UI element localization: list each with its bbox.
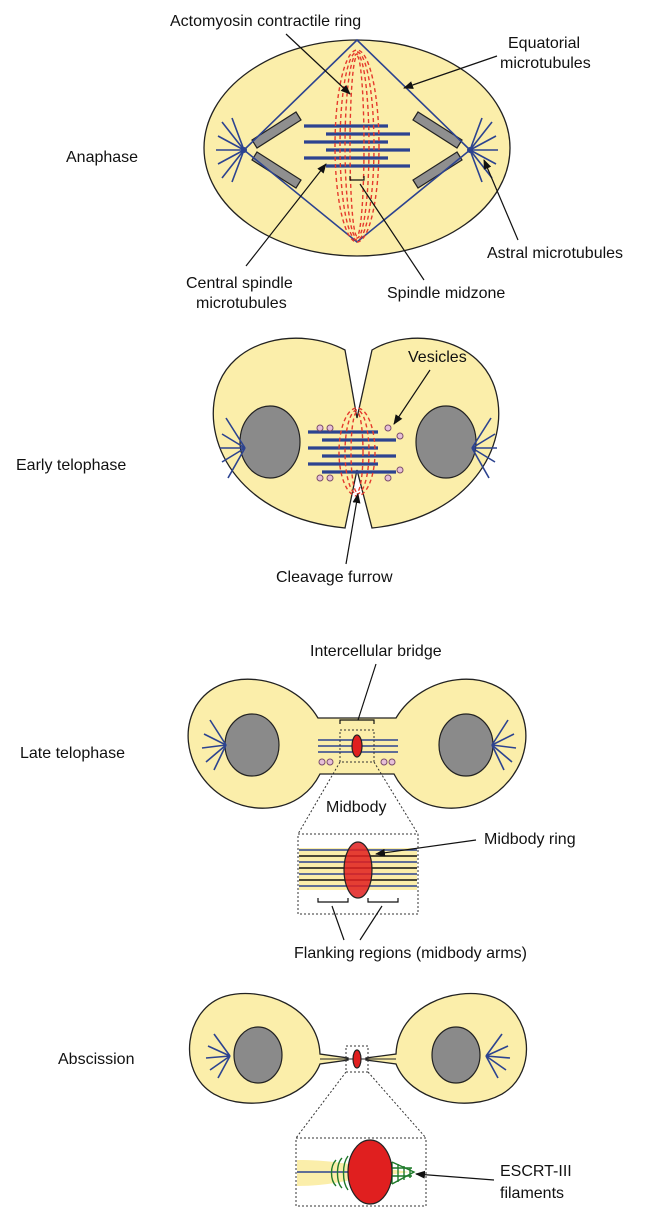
label-spindle-midzone: Spindle midzone [387,285,505,302]
left-nucleus-abscission [234,1027,282,1083]
label-cleavage-furrow: Cleavage furrow [276,569,393,586]
leader-midbody-ring [376,840,476,854]
stage-label-abscission: Abscission [58,1051,134,1068]
midbody-ring-small [352,735,362,757]
label-escrt-1: ESCRT-III [500,1163,572,1180]
stage-label-anaphase: Anaphase [66,149,138,166]
late-telophase-panel: Late telophase Intercellular bridge [20,643,576,962]
midbody-remnant-small [353,1050,361,1068]
midbody-ring [344,842,372,898]
leader-flank-right [360,906,382,940]
label-midbody: Midbody [326,799,386,816]
label-flanking-regions: Flanking regions (midbody arms) [294,945,527,962]
label-vesicles: Vesicles [408,349,467,366]
stage-label-early-telophase: Early telophase [16,457,126,474]
right-nucleus-late [439,714,493,776]
left-nucleus [240,406,300,478]
right-nucleus [416,406,476,478]
flank-bracket-left [318,898,348,902]
label-escrt-2: filaments [500,1185,564,1202]
label-central-spindle-2: microtubules [196,295,287,312]
right-nucleus-abscission [432,1027,480,1083]
label-astral-mt: Astral microtubules [487,245,623,262]
midbody-ring-abscission [348,1140,392,1204]
label-intercellular-bridge: Intercellular bridge [310,643,442,660]
label-midbody-ring: Midbody ring [484,831,576,848]
abscission-panel: Abscission [58,993,572,1206]
anaphase-panel: Anaphase [66,13,623,312]
label-equatorial-2: microtubules [500,55,591,72]
leader-escrt [416,1174,494,1180]
left-nucleus-late [225,714,279,776]
label-actomyosin-ring: Actomyosin contractile ring [170,13,361,30]
leader-intercellular-bridge [358,664,376,720]
anaphase-cell [204,40,510,256]
stage-label-late-telophase: Late telophase [20,745,125,762]
leader-flank-left [332,906,344,940]
label-equatorial-1: Equatorial [508,35,580,52]
label-central-spindle-1: Central spindle [186,275,293,292]
flank-bracket-right [368,898,398,902]
early-telophase-panel: Early telophase [16,338,499,586]
